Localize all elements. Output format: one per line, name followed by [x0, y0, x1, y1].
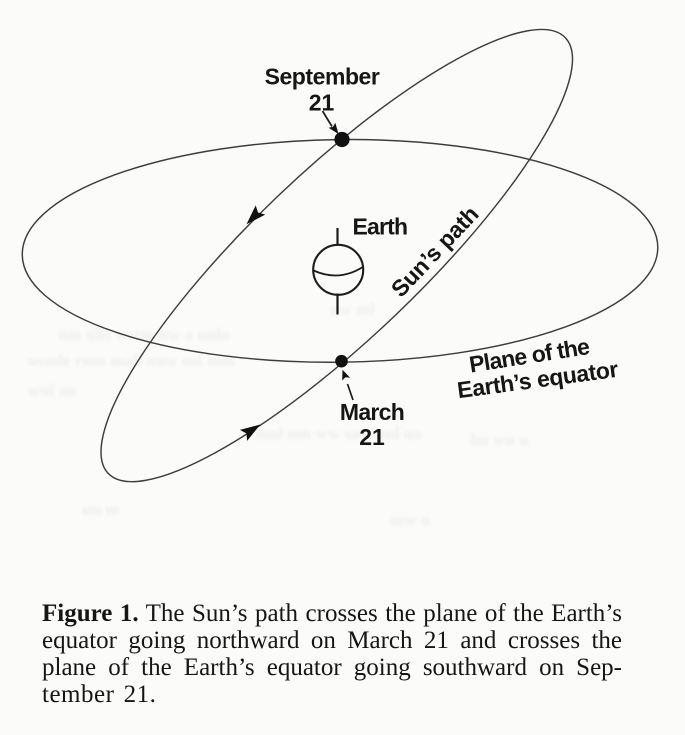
svg-text:September: September — [265, 64, 380, 90]
svg-text:21: 21 — [309, 90, 335, 116]
svg-text:March: March — [340, 399, 404, 425]
svg-text:Earth: Earth — [353, 214, 408, 240]
svg-text:21: 21 — [359, 424, 385, 450]
